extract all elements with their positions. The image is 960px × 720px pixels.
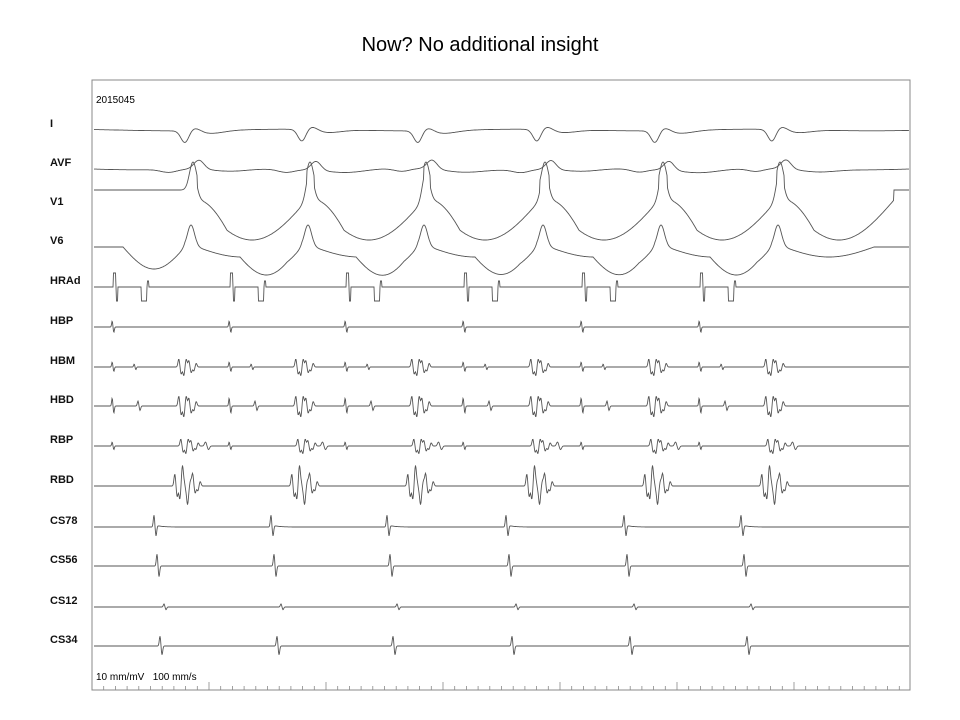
channel-label-rbp: RBP [50,434,74,446]
channel-label-v6: V6 [50,235,64,247]
speed-label: 100 mm/s [152,672,197,683]
channel-label-hbp: HBP [50,315,74,327]
trace-hbd [94,396,909,418]
trace-cs56 [94,554,909,577]
channel-label-cs56: CS56 [50,554,78,566]
channel-label-i: I [50,118,54,130]
gain-label: 10 mm/mV [96,672,145,683]
channel-label-hbd: HBD [50,394,74,406]
trace-rbp [94,438,909,454]
trace-hbm [94,358,909,376]
tracing-frame [91,79,911,691]
channel-label-cs12: CS12 [50,595,78,607]
channel-label-hrad: HRAd [50,275,81,287]
channel-label-hbm: HBM [50,355,76,367]
trace-cs12 [94,603,909,611]
slide-title: Now? No additional insight [361,34,599,56]
scale-note: 10 mm/mV 100 mm/s [96,672,197,683]
channel-label-avf: AVF [50,157,72,169]
study-id: 2015045 [96,95,135,106]
trace-hbp [94,320,909,334]
trace-cs78 [94,515,909,537]
trace-v1 [94,161,909,241]
trace-v6 [94,224,909,276]
channel-label-cs78: CS78 [50,515,78,527]
channel-label-v1: V1 [50,196,64,208]
channel-label-cs34: CS34 [50,634,78,646]
channel-label-rbd: RBD [50,474,74,486]
trace-avf [94,159,909,174]
trace-i [93,127,909,143]
time-ticks [91,682,900,690]
trace-rbd [94,465,909,505]
trace-hrad [94,272,909,302]
trace-cs34 [94,636,909,655]
